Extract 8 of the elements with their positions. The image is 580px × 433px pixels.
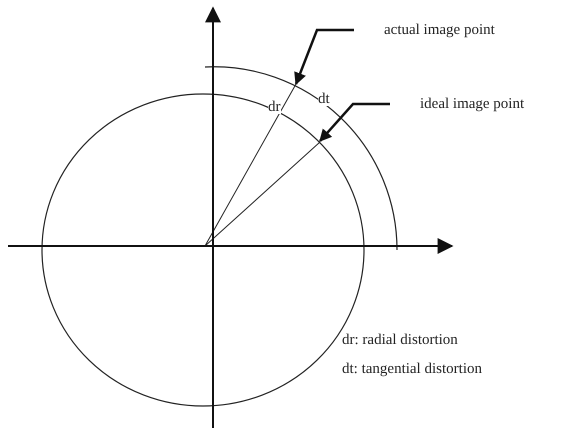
leader-arrow bbox=[294, 28, 354, 86]
note: dr: radial distortion bbox=[342, 331, 458, 349]
point-label: actual image point bbox=[384, 21, 495, 39]
angle-label: dt bbox=[318, 92, 330, 106]
note: dt: tangential distortion bbox=[342, 360, 482, 378]
leader-arrow bbox=[319, 102, 390, 142]
point-label: ideal image point bbox=[420, 95, 524, 113]
angle-label: dr bbox=[268, 100, 280, 114]
